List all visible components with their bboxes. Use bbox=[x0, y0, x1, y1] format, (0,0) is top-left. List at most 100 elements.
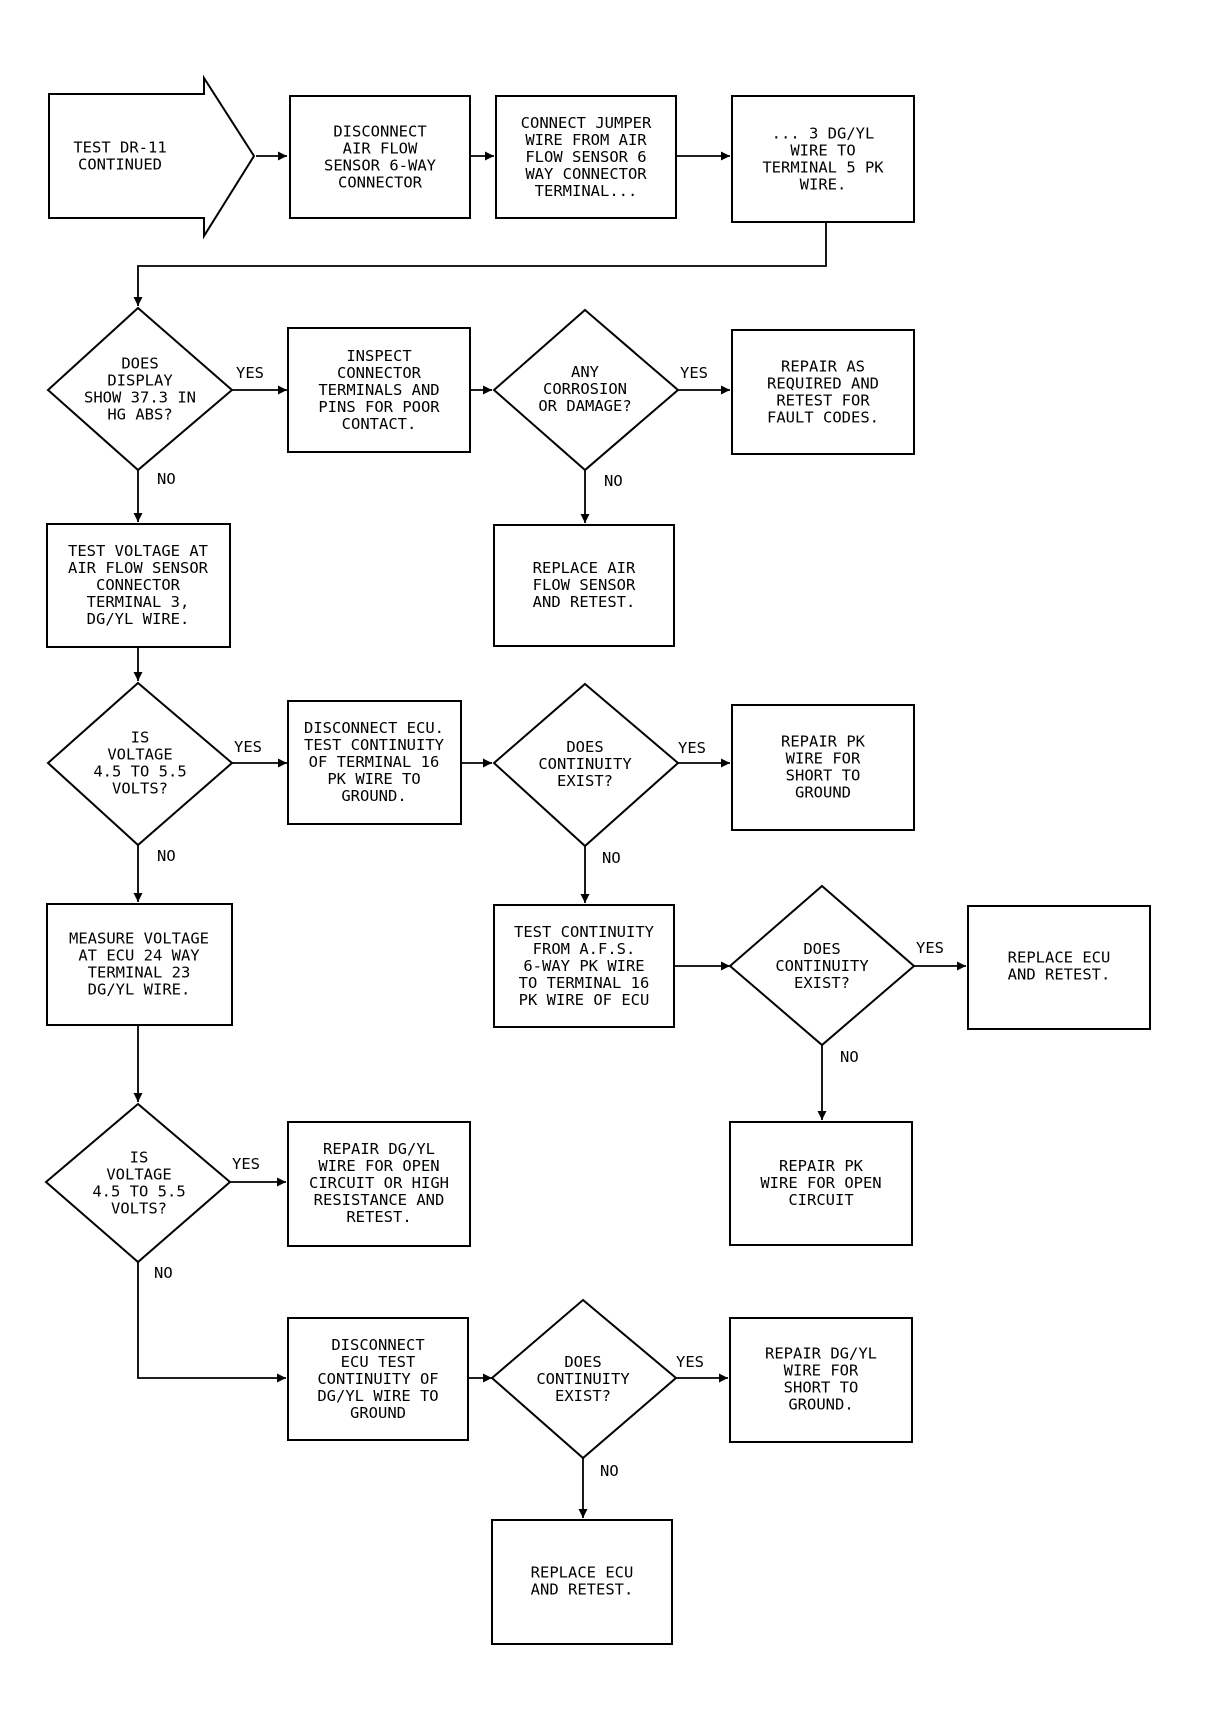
box-jumper-cont bbox=[731, 95, 915, 223]
label-corrosion-no: NO bbox=[604, 472, 623, 490]
label-cont1-no: NO bbox=[602, 849, 621, 867]
node-line: DOES bbox=[564, 1353, 601, 1371]
node-line: INSPECT bbox=[346, 347, 411, 365]
node-line: SHORT TO bbox=[784, 1379, 859, 1397]
node-line: AND RETEST. bbox=[531, 1581, 634, 1599]
node-line: TERMINAL... bbox=[535, 182, 638, 200]
node-line: CONTINUED bbox=[78, 156, 162, 174]
node-line: TO TERMINAL 16 bbox=[519, 974, 650, 992]
node-line: AIR FLOW bbox=[343, 140, 418, 158]
node-line: ECU TEST bbox=[341, 1353, 416, 1371]
diamond-voltage2 bbox=[44, 1102, 232, 1264]
node-line: VOLTAGE bbox=[106, 1166, 171, 1184]
node-line: WIRE FOR bbox=[786, 750, 861, 768]
node-line: 4.5 TO 5.5 bbox=[93, 763, 186, 781]
node-line: REPLACE AIR bbox=[533, 559, 636, 577]
node-line: REQUIRED AND bbox=[767, 375, 879, 393]
node-line: SHORT TO bbox=[786, 767, 861, 785]
node-line: CONNECT JUMPER bbox=[521, 114, 652, 132]
node-line: SENSOR 6-WAY bbox=[324, 157, 437, 175]
label-display-no: NO bbox=[157, 470, 176, 488]
node-line: PINS FOR POOR bbox=[318, 398, 440, 416]
label-corrosion-yes: YES bbox=[680, 364, 708, 382]
edge-voltage2-no bbox=[137, 1262, 286, 1383]
node-line: FROM A.F.S. bbox=[533, 940, 636, 958]
node-line: FAULT CODES. bbox=[767, 409, 879, 427]
node-line: FLOW SENSOR 6 bbox=[525, 148, 646, 166]
node-line: WIRE FROM AIR bbox=[525, 131, 647, 149]
box-disconnect-ecu1 bbox=[287, 700, 462, 825]
node-line: TERMINALS AND bbox=[318, 381, 439, 399]
box-replace-ecu1 bbox=[967, 905, 1151, 1030]
node-line: REPLACE ECU bbox=[1008, 949, 1111, 967]
diamond-cont3 bbox=[490, 1298, 678, 1460]
node-line: CONNECTOR bbox=[337, 364, 422, 382]
label-cont2-yes: YES bbox=[916, 939, 944, 957]
node-line: GROUND. bbox=[341, 787, 406, 805]
node-line: TEST DR-11 bbox=[73, 139, 166, 157]
node-line: TEST CONTINUITY bbox=[514, 923, 655, 941]
box-test-cont-afs bbox=[493, 904, 675, 1028]
node-line: WIRE. bbox=[800, 176, 847, 194]
node-line: VOLTAGE bbox=[107, 746, 172, 764]
edge-cont-display bbox=[133, 222, 827, 306]
label-voltage2-no: NO bbox=[154, 1264, 173, 1282]
label-voltage2-yes: YES bbox=[232, 1155, 260, 1173]
node-line: CIRCUIT OR HIGH bbox=[309, 1174, 449, 1192]
node-line: TERMINAL 3, bbox=[87, 593, 190, 611]
node-line: OF TERMINAL 16 bbox=[309, 753, 440, 771]
label-cont3-yes: YES bbox=[676, 1353, 704, 1371]
node-line: REPAIR PK bbox=[779, 1157, 864, 1175]
label-cont3-no: NO bbox=[600, 1462, 619, 1480]
node-line: DG/YL WIRE TO bbox=[317, 1387, 438, 1405]
node-line: WIRE FOR OPEN bbox=[318, 1157, 439, 1175]
diamond-display bbox=[46, 306, 234, 472]
node-line: CONTINUITY bbox=[536, 1370, 630, 1388]
node-line: AND RETEST. bbox=[533, 593, 636, 611]
node-line: MEASURE VOLTAGE bbox=[69, 930, 209, 948]
node-line: REPAIR AS bbox=[781, 358, 865, 376]
box-repair-dgyl-open bbox=[287, 1121, 471, 1247]
box-repair-retest bbox=[731, 329, 915, 455]
node-line: WIRE TO bbox=[790, 142, 855, 160]
node-line: EXIST? bbox=[794, 974, 850, 992]
node-line: EXIST? bbox=[557, 772, 613, 790]
node-line: REPAIR DG/YL bbox=[765, 1345, 877, 1363]
box-inspect bbox=[287, 327, 471, 453]
node-line: REPLACE ECU bbox=[531, 1564, 634, 1582]
box-measure-voltage bbox=[46, 903, 233, 1026]
label-display-yes: YES bbox=[236, 364, 264, 382]
box-replace-afs bbox=[493, 524, 675, 647]
node-line: GROUND bbox=[795, 784, 851, 802]
label-voltage1-no: NO bbox=[157, 847, 176, 865]
box-repair-pk-open bbox=[729, 1121, 913, 1246]
node-line: DISCONNECT bbox=[333, 123, 426, 141]
node-line: 6-WAY PK WIRE bbox=[523, 957, 644, 975]
node-line: OR DAMAGE? bbox=[538, 397, 631, 415]
box-repair-dgyl-short bbox=[729, 1317, 913, 1443]
node-line: TEST VOLTAGE AT bbox=[68, 542, 208, 560]
node-line: WAY CONNECTOR bbox=[525, 165, 647, 183]
box-connect-jumper bbox=[495, 95, 677, 219]
node-line: AND RETEST. bbox=[1008, 966, 1111, 984]
box-disconnect-afs bbox=[289, 95, 471, 219]
node-line: ANY bbox=[571, 363, 600, 381]
node-line: IS bbox=[130, 1149, 149, 1167]
